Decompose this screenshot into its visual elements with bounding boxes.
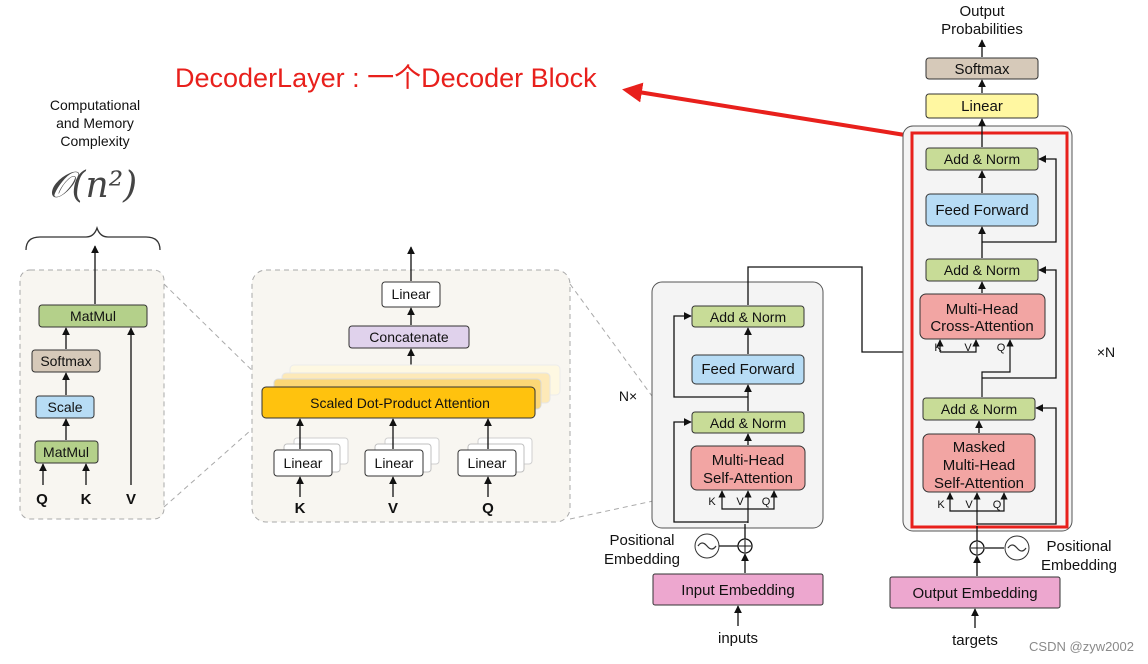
dec-cross-k: K [934,342,942,354]
linear-k-box [273,449,333,477]
enc-mha-box [690,445,806,491]
encoder: N× Add & Norm Feed Forward Add & Norm Mu… [604,266,940,647]
complexity-line2: and Memory [56,115,134,131]
dec-linear-label: Linear [961,98,1003,115]
mh-q-label: Q [482,500,494,517]
dec-addnorm-top-label: Add & Norm [944,151,1020,167]
watermark: CSDN @zyw2002 [1029,639,1134,654]
output-prob-line1: Output [959,3,1005,20]
dec-addnorm-mid-box [925,258,1039,282]
dec-softmax-label: Softmax [954,61,1010,78]
enc-addnorm-top-box [691,305,805,328]
complexity-line3: Complexity [60,133,129,149]
sdpa-box [261,386,536,419]
attention-panel: MatMul Softmax Scale MatMul Q K V [19,245,165,520]
inputs-label: inputs [718,630,758,647]
decoder-nx: ×N [1097,344,1115,360]
linear-q-box [457,449,517,477]
enc-ff-label: Feed Forward [701,361,794,378]
complexity-brace [25,225,161,251]
enc-addnorm-bottom-label: Add & Norm [710,415,786,431]
enc-v-label: V [736,496,744,508]
dec-cross-v: V [964,342,972,354]
dec-masked-line2: Multi-Head [943,457,1016,474]
linear-q-group: Linear Q [457,418,533,517]
linear-v-group: Linear V [364,418,440,517]
dec-ff-label: Feed Forward [935,202,1028,219]
dec-masked-q: Q [993,499,1002,511]
output-embedding-box [889,576,1061,609]
linear-v-label: Linear [375,455,414,471]
enc-q-label: Q [762,496,771,508]
dec-pos-line1: Positional [1046,538,1111,555]
dec-softmax-box [925,57,1039,80]
matmul-bottom-box [34,440,99,464]
scale-box [35,395,95,419]
dec-pos-line2: Embedding [1041,557,1117,574]
softmax-box [31,349,101,373]
mh-k-label: K [295,500,306,517]
concat-label: Concatenate [369,329,449,345]
matmul-top-box [38,304,148,328]
att-k-label: K [81,491,92,508]
enc-addnorm-top-label: Add & Norm [710,309,786,325]
dec-cross-line1: Multi-Head [946,301,1019,318]
dec-cross-box [919,293,1046,340]
multihead-panel: Linear Concatenate Scaled Dot-Product At… [251,246,571,523]
dec-addnorm-top-box [925,147,1039,171]
annotation-text: DecoderLayer : 一个Decoder Block [175,63,597,93]
softmax-label: Softmax [40,353,91,369]
linear-v-box [364,449,424,477]
enc-mha-line2: Self-Attention [703,470,793,487]
linear-q-label: Linear [468,455,507,471]
enc-k-label: K [708,496,716,508]
concat-box [348,325,470,349]
complexity-line1: Computational [50,97,140,113]
input-embedding-label: Input Embedding [681,582,794,599]
dec-masked-line1: Masked [953,439,1006,456]
dec-addnorm-mid-label: Add & Norm [944,262,1020,278]
matmul-top-label: MatMul [70,308,116,324]
mh-linear-top-label: Linear [392,286,431,302]
encoder-nx: N× [619,388,637,404]
linear-k-group: Linear K [273,418,349,517]
mh-linear-top-box [381,281,441,308]
targets-label: targets [952,632,998,649]
dec-addnorm-bottom-label: Add & Norm [941,401,1017,417]
decoder-layer-highlight [910,131,1069,529]
dec-addnorm-bottom-box [922,397,1036,421]
input-embedding-box [652,573,824,606]
dec-masked-v: V [965,499,973,511]
dec-cross-q: Q [997,342,1006,354]
complexity-note: Computational and Memory Complexity 𝒪(n²… [25,97,161,251]
att-q-label: Q [36,491,48,508]
matmul-bottom-label: MatMul [43,444,89,460]
scale-label: Scale [47,399,82,415]
enc-mha-line1: Multi-Head [712,452,785,469]
dec-masked-k: K [937,499,945,511]
dec-linear-box [925,93,1039,119]
enc-pos-line1: Positional [609,532,674,549]
enc-addnorm-bottom-box [691,411,805,434]
complexity-formula: 𝒪(n²) [49,165,137,206]
linear-k-label: Linear [284,455,323,471]
dec-cross-line2: Cross-Attention [930,318,1033,335]
dec-ff-box [925,193,1039,227]
decoder: Output Probabilities Softmax Linear ×N A… [889,3,1117,649]
output-embedding-label: Output Embedding [912,585,1037,602]
dec-masked-line3: Self-Attention [934,475,1024,492]
annotation-arrow [622,82,906,137]
enc-pos-line2: Embedding [604,551,680,568]
mh-v-label: V [388,500,398,517]
dec-masked-box [922,433,1036,493]
output-prob-line2: Probabilities [941,21,1023,38]
sdpa-label: Scaled Dot-Product Attention [310,395,490,411]
enc-ff-box [691,354,805,385]
att-v-label: V [126,491,136,508]
